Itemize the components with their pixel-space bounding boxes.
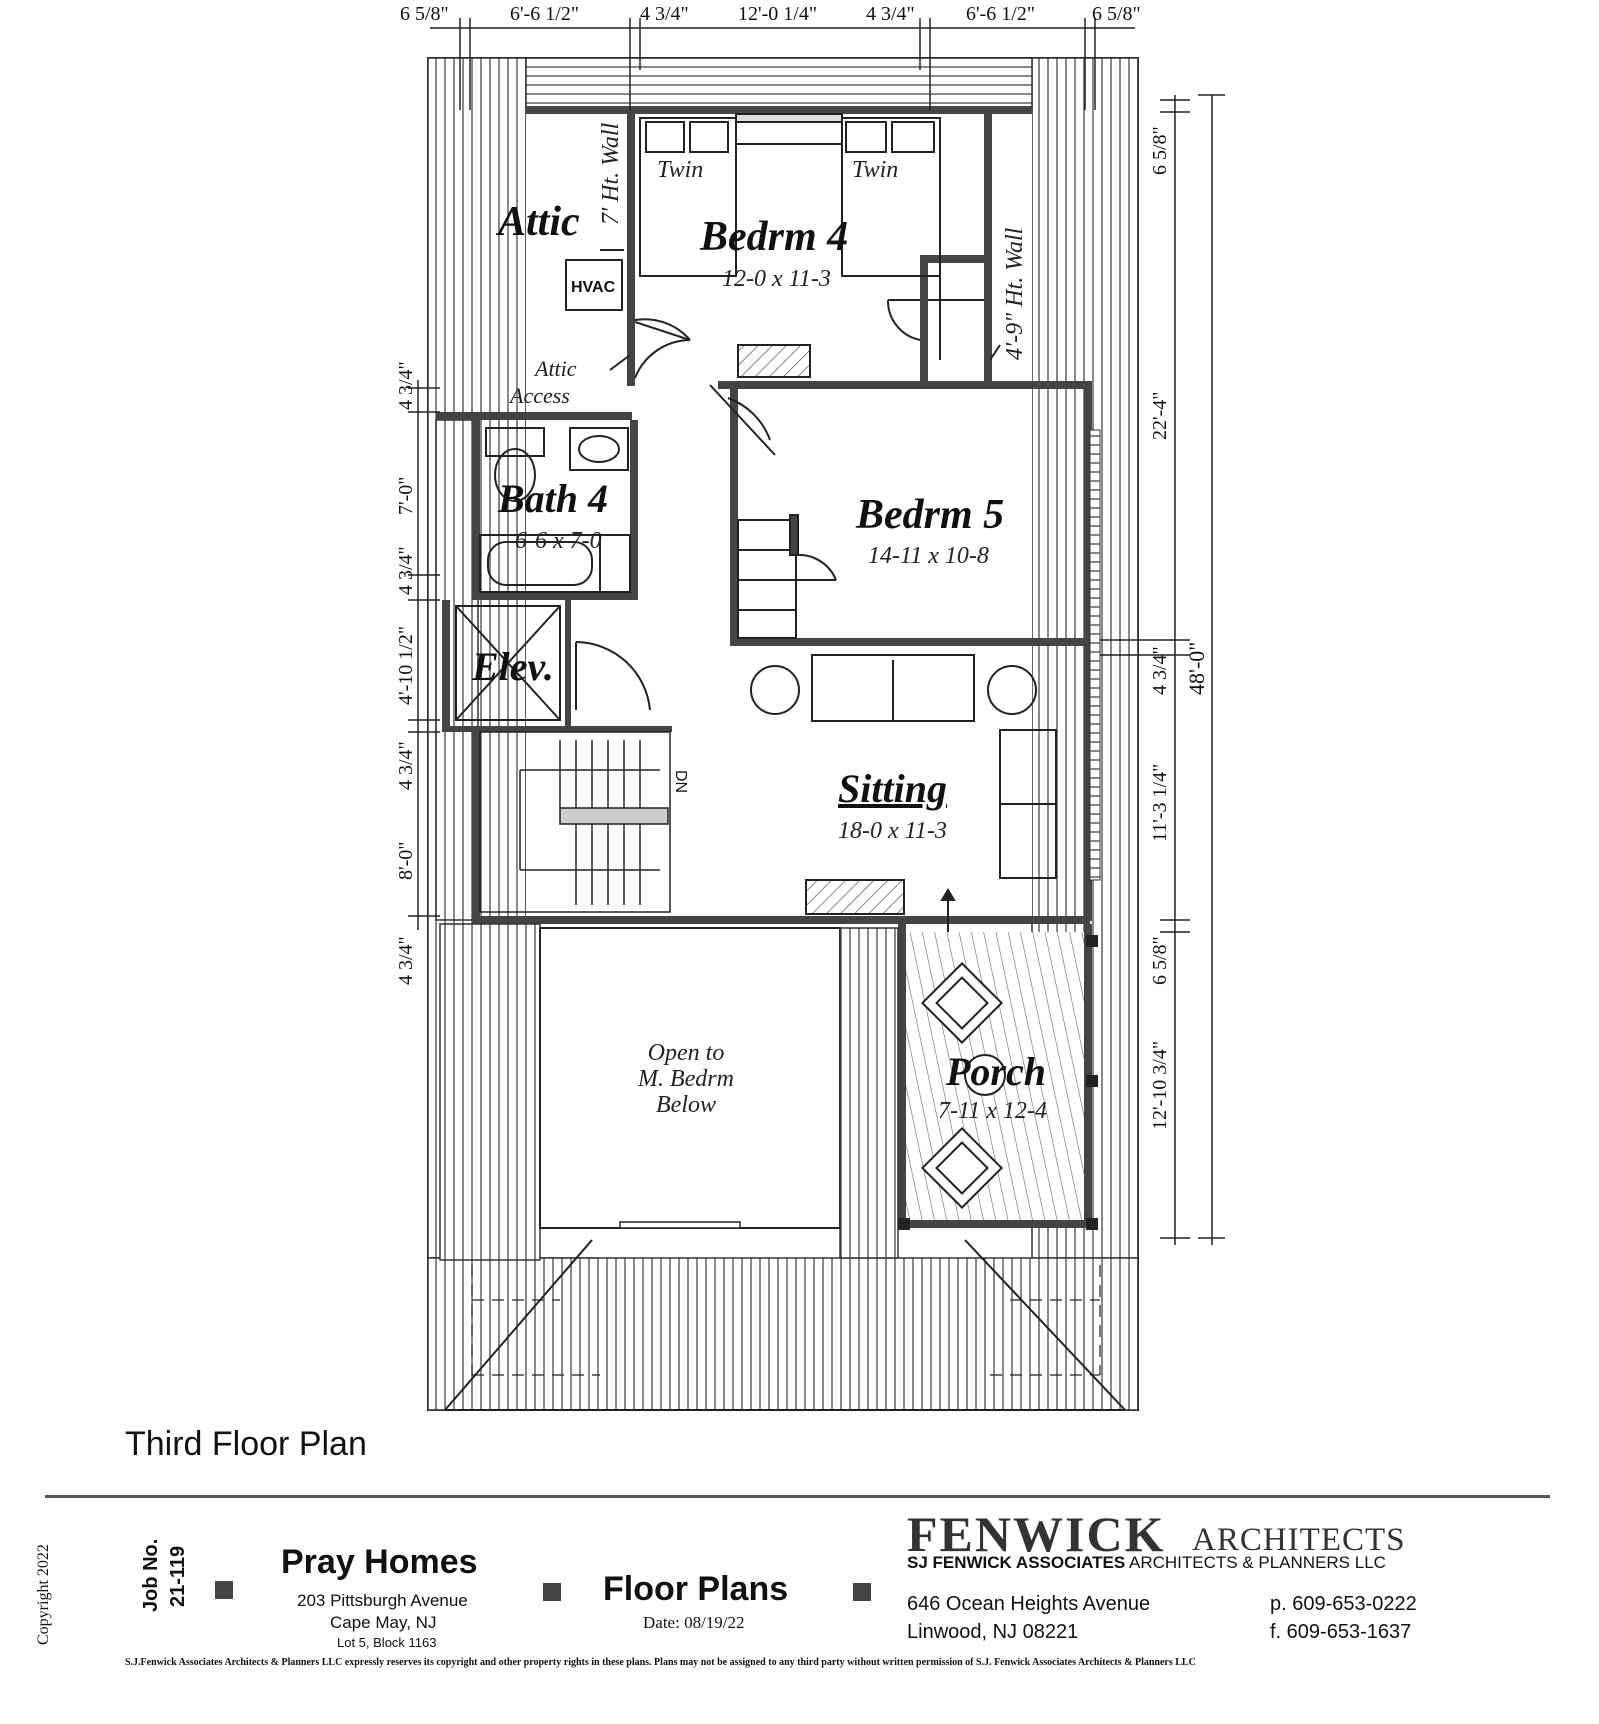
attic-door bbox=[634, 321, 776, 456]
dim-left-3: 4 3/4" bbox=[395, 546, 417, 595]
bed4-label: Bedrm 4 bbox=[699, 214, 848, 260]
firm-subtitle-bold: SJ FENWICK ASSOCIATES bbox=[907, 1553, 1126, 1572]
dim-left-5: 4 3/4" bbox=[395, 741, 417, 790]
bed5-closet bbox=[737, 514, 837, 639]
copyright-text: Copyright 2022 bbox=[35, 1544, 52, 1645]
porch-label: Porch bbox=[945, 1049, 1046, 1094]
attic-access-label-2: Access bbox=[508, 383, 570, 408]
dim-left-1: 4 3/4" bbox=[395, 361, 417, 410]
porch bbox=[898, 932, 1098, 1230]
dim-right-2: 4 3/4" bbox=[1149, 646, 1171, 695]
open-to-below bbox=[439, 923, 899, 1261]
dim-top-5: 4 3/4" bbox=[866, 3, 915, 25]
dim-top-1: 6 5/8" bbox=[400, 3, 449, 25]
project-name: Pray Homes bbox=[281, 1543, 478, 1581]
dimension-left bbox=[408, 380, 440, 930]
dim-right-outer: 48'-0" bbox=[1184, 642, 1209, 695]
dim-right-5: 12'-10 3/4" bbox=[1149, 1041, 1171, 1130]
hvac-label: HVAC bbox=[571, 279, 616, 296]
firm-fax: f. 609-653-1637 bbox=[1270, 1621, 1412, 1643]
open-below-line-1: Open to bbox=[648, 1040, 725, 1066]
firm-logo-word: ARCHITECTS bbox=[1192, 1522, 1406, 1558]
bed4-dims: 12-0 x 11-3 bbox=[722, 266, 831, 292]
stair-dn-label: DN bbox=[672, 770, 689, 793]
dim-left-6: 8'-0" bbox=[395, 842, 417, 880]
separator-square bbox=[853, 1583, 871, 1601]
attic-label: Attic bbox=[495, 199, 580, 245]
porch-dims: 7-11 x 12-4 bbox=[938, 1098, 1047, 1124]
bed4-twin-right: Twin bbox=[852, 157, 898, 183]
note-leaders bbox=[600, 249, 1001, 371]
firm-address-1: 646 Ocean Heights Avenue bbox=[907, 1593, 1151, 1615]
wall-7ft-note: 7' Ht. Wall bbox=[598, 122, 624, 225]
bed4-twin-left: Twin bbox=[657, 157, 703, 183]
dim-right-4: 6 5/8" bbox=[1149, 936, 1171, 985]
job-no-label: Job No. bbox=[140, 1538, 162, 1612]
walls bbox=[436, 106, 1092, 1228]
sheet-title: Floor Plans bbox=[603, 1570, 789, 1608]
dim-top-6: 6'-6 1/2" bbox=[966, 3, 1035, 25]
disclaimer-text: S.J.Fenwick Associates Architects & Plan… bbox=[125, 1657, 1196, 1668]
dim-right-1: 6 5/8" bbox=[1149, 126, 1171, 175]
elevator-shaft bbox=[455, 605, 651, 721]
sitting-dims: 18-0 x 11-3 bbox=[838, 818, 947, 844]
project-address-2: Cape May, NJ bbox=[330, 1613, 437, 1632]
dim-top-7: 6 5/8" bbox=[1092, 3, 1141, 25]
wall-4-9-note: 4'-9" Ht. Wall bbox=[1002, 227, 1028, 360]
floor-area bbox=[435, 110, 1032, 921]
attic-access-label-1: Attic bbox=[533, 356, 577, 381]
bath4-dims: 6-6 x 7-0 bbox=[515, 528, 602, 554]
open-below-line-3: Below bbox=[656, 1092, 716, 1118]
dim-top-4: 12'-0 1/4" bbox=[738, 3, 817, 25]
firm-address-2: Linwood, NJ 08221 bbox=[907, 1621, 1079, 1643]
firm-logo-name: FENWICK bbox=[907, 1506, 1166, 1562]
bed5-label: Bedrm 5 bbox=[855, 492, 1004, 538]
dim-right-mid: 22'-4" bbox=[1149, 392, 1171, 440]
hvac-unit bbox=[565, 259, 623, 311]
firm-subtitle-rest: ARCHITECTS & PLANNERS LLC bbox=[1128, 1553, 1386, 1572]
open-below-line-2: M. Bedrm bbox=[637, 1066, 734, 1092]
separator-square bbox=[215, 1581, 233, 1599]
sitting-label: Sitting bbox=[838, 766, 947, 811]
stair bbox=[479, 731, 671, 913]
plan-title: Third Floor Plan bbox=[125, 1425, 367, 1463]
bed5-dims: 14-11 x 10-8 bbox=[868, 543, 989, 569]
dim-right-3: 11'-3 1/4" bbox=[1149, 764, 1171, 842]
elev-label: Elev. bbox=[471, 644, 554, 689]
job-no-value: 21-119 bbox=[167, 1545, 189, 1607]
bed4-furniture bbox=[634, 113, 984, 378]
sheet-date: Date: 08/19/22 bbox=[643, 1613, 745, 1632]
title-block-rule bbox=[45, 1495, 1550, 1498]
firm-subtitle: SJ FENWICK ASSOCIATES ARCHITECTS & PLANN… bbox=[907, 1553, 1386, 1573]
dim-top-3: 4 3/4" bbox=[640, 3, 689, 25]
dim-top-2: 6'-6 1/2" bbox=[510, 3, 579, 25]
firm-phone: p. 609-653-0222 bbox=[1270, 1593, 1417, 1615]
title-block: Copyright 2022 Job No. 21-119 Pray Homes… bbox=[35, 1495, 1550, 1695]
dimension-top bbox=[430, 18, 1135, 110]
dim-left-4: 4'-10 1/2" bbox=[395, 626, 417, 705]
project-lot: Lot 5, Block 1163 bbox=[337, 1635, 437, 1650]
dim-left-2: 7'-0" bbox=[395, 477, 417, 515]
dim-left-7: 4 3/4" bbox=[395, 936, 417, 985]
bath4-label: Bath 4 bbox=[497, 476, 608, 521]
dimension-right bbox=[1100, 94, 1225, 1245]
bath4-fixtures bbox=[479, 427, 631, 593]
project-address-1: 203 Pittsburgh Avenue bbox=[297, 1591, 468, 1610]
separator-square bbox=[543, 1583, 561, 1601]
